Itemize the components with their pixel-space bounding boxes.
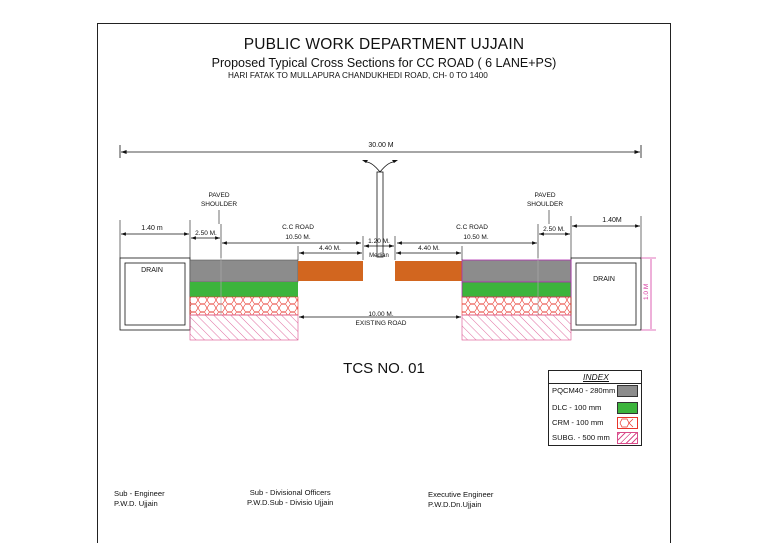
right-crm-layer (461, 296, 572, 316)
drain-depth-label: 1.0 M (643, 284, 650, 300)
section-number: TCS NO. 01 (343, 360, 425, 377)
left-pavement (189, 258, 363, 341)
right-pavement (395, 258, 572, 341)
right-drain-width-label: 1.40M (602, 217, 622, 224)
total-width-label: 30.00 M (368, 142, 393, 149)
legend-title: INDEX (583, 372, 609, 382)
left-cc-road-label: C.C ROAD (282, 224, 314, 231)
right-shoulder-width-label: 2.50 M. (543, 226, 565, 233)
legend-item-subgrade: SUBG. - 500 mm (552, 433, 610, 442)
legend-item-crm: CRM - 100 mm (552, 418, 604, 427)
left-drain-width-label: 1.40 m (141, 225, 163, 232)
signature-executive-engineer: Executive Engineer P.W.D.Dn.Ujjain (428, 490, 493, 510)
median-dimension: 1.20 M. Median (364, 236, 396, 260)
street-light-pole (362, 160, 398, 258)
left-drain-label: DRAIN (141, 267, 163, 274)
sdo-role: Sub - Divisional Officers (249, 488, 331, 497)
legend-swatch-pqc (617, 385, 638, 397)
signature-sdo: Sub - Divisional Officers P.W.D.Sub - Di… (247, 488, 333, 508)
sdo-office: P.W.D.Sub - Divisio Ujjain (247, 498, 334, 507)
legend-index: INDEX PQCM40 - 280mm DLC - 100 mm CRM - … (548, 370, 642, 446)
existing-road-width-label: 10.00 M. (368, 311, 393, 318)
left-drain: DRAIN (119, 257, 191, 331)
median-label: Median (369, 253, 389, 259)
left-cc-road-width-label: 10.50 M. (285, 234, 310, 241)
right-cc-road-label: C.C ROAD (456, 224, 488, 231)
left-dimensions: 1.40 m PAVED SHOULDER 2.50 M. C.C ROAD 1… (119, 192, 364, 260)
left-shoulder-width-label: 2.50 M. (195, 230, 217, 237)
left-new-lane-layer (298, 261, 363, 281)
drawing-sheet-border (97, 23, 671, 543)
left-paved-shoulder-label-2: SHOULDER (201, 201, 237, 208)
right-paved-shoulder-label: PAVED (534, 192, 555, 199)
left-dlc-layer (190, 282, 298, 297)
legend-swatch-dlc (617, 402, 638, 414)
existing-road-label: EXISTING ROAD (356, 320, 407, 327)
left-paved-shoulder-label: PAVED (208, 192, 229, 199)
drawing-title: PUBLIC WORK DEPARTMENT UJJAIN (243, 36, 525, 53)
legend-swatch-crm (617, 417, 638, 429)
ee-role: Executive Engineer (428, 490, 494, 499)
sub-engineer-office: P.W.D. Ujjain (114, 499, 158, 508)
left-pqc-layer (189, 259, 299, 283)
right-dlc-layer (461, 281, 572, 298)
right-subgrade-layer (461, 314, 572, 341)
right-cc-road-width-label: 10.50 M. (463, 234, 488, 241)
right-lane-width-label: 4.40 M. (418, 245, 440, 252)
total-width-dimension: 30.00 M (119, 142, 642, 158)
drawing-subtitle: Proposed Typical Cross Sections for CC R… (211, 56, 557, 70)
legend-item-pqc: PQCM40 - 280mm (552, 386, 616, 395)
right-paved-shoulder-label-2: SHOULDER (527, 201, 563, 208)
legend-item-dlc: DLC - 100 mm (552, 403, 602, 412)
legend-swatch-subgrade (617, 432, 638, 444)
right-pqc-layer (461, 259, 572, 283)
ee-office: P.W.D.Dn.Ujjain (428, 500, 482, 509)
right-dimensions: 4.40 M. C.C ROAD 10.50 M. PAVED SHOULDER… (396, 192, 642, 260)
median-width-label: 1.20 M. (368, 238, 390, 245)
left-lane-width-label: 4.40 M. (319, 245, 341, 252)
route-description: HARI FATAK TO MULLAPURA CHANDUKHEDI ROAD… (228, 71, 488, 80)
drain-depth-dimension: 1.0 M (641, 257, 656, 331)
signature-sub-engineer: Sub - Engineer P.W.D. Ujjain (114, 489, 165, 509)
sub-engineer-role: Sub - Engineer (114, 489, 165, 498)
right-new-lane-layer (395, 261, 462, 281)
right-drain-label: DRAIN (593, 276, 615, 283)
existing-road-dimension: 10.00 M. EXISTING ROAD (299, 311, 461, 327)
right-drain: DRAIN (570, 257, 642, 331)
left-subgrade-layer (189, 314, 299, 341)
left-crm-layer (189, 296, 299, 316)
